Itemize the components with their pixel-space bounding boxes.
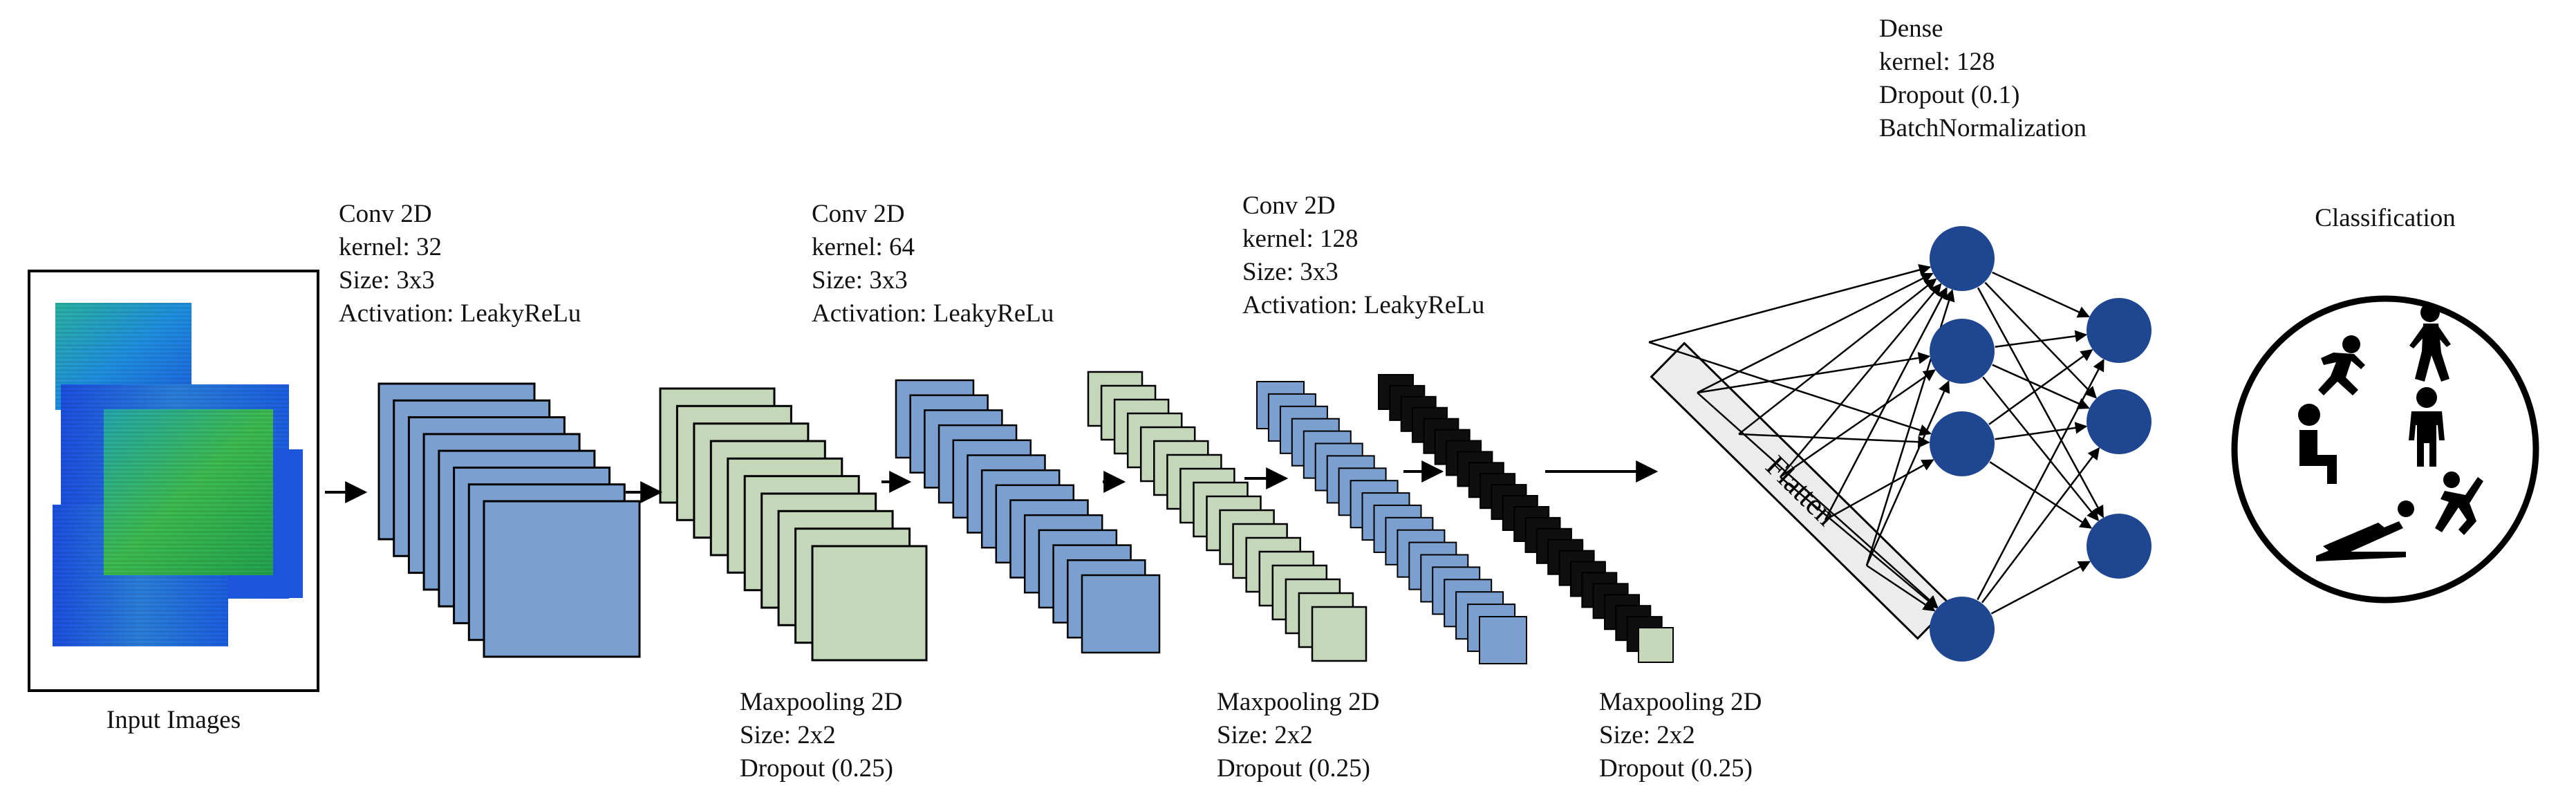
conv1-kernel: kernel: 32 — [339, 233, 442, 261]
pool3-dropout: Dropout (0.25) — [1599, 754, 1753, 783]
sitting-person-icon — [2298, 404, 2337, 484]
pool1-title: Maxpooling 2D — [740, 688, 903, 716]
connection-dense-to-output — [1982, 376, 2099, 521]
connection-dense-to-output — [1977, 358, 2104, 601]
output-neuron — [2087, 389, 2152, 454]
conv3-feature-map — [1479, 616, 1527, 664]
dense-label: Dense kernel: 128 Dropout (0.1) BatchNor… — [1879, 12, 2087, 145]
connection-dense-to-output — [1981, 447, 2100, 604]
standing-person-icon — [2409, 387, 2445, 467]
connection-flatten-to-dense — [1648, 263, 1932, 344]
connection-flatten-to-dense — [1824, 459, 1934, 521]
conv1-feature-map — [483, 500, 641, 658]
pool2-size: Size: 2x2 — [1217, 721, 1313, 749]
connection-dense-to-output — [1989, 461, 2093, 529]
dense-batchnorm: BatchNormalization — [1879, 114, 2087, 142]
lying-person-icon — [2316, 501, 2414, 561]
connection-flatten-to-dense — [1697, 392, 1939, 608]
conv2-kernel: kernel: 64 — [812, 233, 915, 261]
connection-flatten-to-dense — [1697, 272, 1934, 394]
running-person-icon — [2318, 335, 2365, 395]
walking-person-icon — [2409, 303, 2451, 382]
connection-dense-to-output — [1990, 561, 2091, 615]
connection-dense-to-output — [1992, 271, 2090, 318]
conv2-title: Conv 2D — [812, 200, 905, 228]
connection-flatten-to-dense — [1865, 380, 1950, 566]
pool3-label: Maxpooling 2D Size: 2x2 Dropout (0.25) — [1599, 686, 1762, 785]
dense-neuron — [1930, 597, 1995, 662]
dense-network — [1648, 226, 2152, 662]
pool2-title: Maxpooling 2D — [1217, 688, 1380, 716]
pool3-size: Size: 2x2 — [1599, 721, 1695, 749]
dense-neuron — [1930, 319, 1995, 384]
conv1-activation: Activation: LeakyReLu — [339, 299, 581, 328]
dense-kernel: kernel: 128 — [1879, 48, 1995, 76]
connection-dense-to-output — [1995, 422, 2088, 440]
dense-title: Dense — [1879, 15, 1943, 43]
output-neuron — [2087, 514, 2152, 579]
pool2-feature-map — [1311, 606, 1368, 662]
dense-neuron — [1930, 226, 1995, 291]
pool3-feature-map — [1638, 627, 1674, 663]
input-images-label: Input Images — [106, 706, 241, 734]
input-images-panel — [28, 270, 319, 692]
classification-circle — [2231, 295, 2539, 604]
connection-flatten-to-dense — [1738, 278, 1937, 435]
conv3-kernel: kernel: 128 — [1242, 225, 1359, 253]
conv3-title: Conv 2D — [1242, 191, 1336, 220]
conv3-label: Conv 2D kernel: 128 Size: 3x3 Activation… — [1242, 189, 1484, 322]
output-neuron — [2087, 298, 2152, 363]
feature-map-stacks — [377, 371, 1674, 664]
conv2-size: Size: 3x3 — [812, 266, 908, 295]
pool2-dropout: Dropout (0.25) — [1217, 754, 1370, 783]
connection-flatten-to-dense — [1866, 564, 1936, 612]
pool1-size: Size: 2x2 — [740, 721, 836, 749]
connection-flatten-to-dense — [1824, 286, 1948, 521]
connection-flatten-to-dense — [1780, 283, 1942, 478]
connection-flatten-to-dense — [1738, 433, 1930, 448]
conv1-title: Conv 2D — [339, 200, 432, 228]
pool1-feature-map — [811, 545, 928, 662]
pool2-label: Maxpooling 2D Size: 2x2 Dropout (0.25) — [1217, 686, 1379, 785]
flatten-layer: Flatten — [1650, 342, 1952, 640]
conv2-activation: Activation: LeakyReLu — [812, 299, 1054, 328]
conv1-size: Size: 3x3 — [339, 266, 435, 295]
pool1-dropout: Dropout (0.25) — [740, 754, 893, 783]
dense-dropout: Dropout (0.1) — [1879, 81, 2020, 109]
classification-label: Classification — [2315, 204, 2456, 232]
connection-dense-to-output — [1988, 349, 2093, 425]
connection-flatten-to-dense — [1648, 341, 1932, 436]
falling-person-icon — [2435, 471, 2483, 535]
conv3-size: Size: 3x3 — [1242, 258, 1338, 286]
pool3-title: Maxpooling 2D — [1599, 688, 1762, 716]
connection-flatten-to-dense — [1780, 369, 1936, 478]
pool1-label: Maxpooling 2D Size: 2x2 Dropout (0.25) — [740, 686, 902, 785]
connection-dense-to-output — [1977, 287, 2104, 518]
dense-neuron — [1930, 411, 1995, 476]
connection-dense-to-output — [1995, 330, 2088, 348]
conv1-label: Conv 2D kernel: 32 Size: 3x3 Activation:… — [339, 198, 581, 330]
conv3-activation: Activation: LeakyReLu — [1242, 291, 1485, 319]
conv2-feature-map — [1081, 574, 1161, 654]
conv2-label: Conv 2D kernel: 64 Size: 3x3 Activation:… — [812, 198, 1054, 330]
connection-flatten-to-dense — [1780, 476, 1938, 609]
spectrogram-image-front — [104, 409, 273, 575]
